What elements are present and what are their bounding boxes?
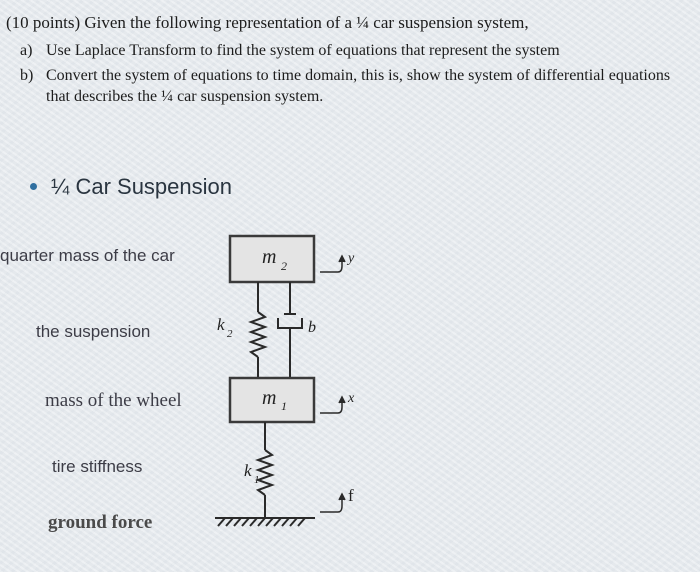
label-tire: tire stiffness <box>52 457 143 476</box>
spring-k1-subscript: 1 <box>254 474 260 486</box>
damper-b <box>277 282 303 378</box>
item-label-b: b) <box>20 67 34 84</box>
arrow-x <box>320 395 346 414</box>
mass-m2-box <box>228 234 316 284</box>
mass-m1-symbol: m <box>262 387 276 409</box>
spring-k2 <box>248 282 268 378</box>
arrow-x-label: x <box>347 391 355 406</box>
spring-k2-subscript: 2 <box>227 328 233 340</box>
spring-k1-symbol: k <box>244 461 252 480</box>
item-text-a: Use Laplace Transform to find the system… <box>46 42 560 59</box>
damper-b-symbol: b <box>308 319 316 336</box>
arrow-y <box>320 254 346 273</box>
arrow-f <box>320 492 346 513</box>
section-heading-text: ¼ Car Suspension <box>51 174 232 199</box>
bullet-icon <box>30 182 37 190</box>
mass-m2-symbol: m <box>262 246 276 268</box>
problem-item-a: a) Use Laplace Transform to find the sys… <box>6 40 694 61</box>
section-heading: ¼ Car Suspension <box>30 174 232 200</box>
item-text-b: Convert the system of equations to time … <box>46 67 671 105</box>
arrow-y-label: y <box>346 251 355 266</box>
problem-title: (10 points) Given the following represen… <box>6 13 529 32</box>
arrow-f-label: f <box>348 486 354 505</box>
ground-hatch <box>215 517 315 527</box>
label-suspension: the suspension <box>36 322 151 341</box>
label-quarter-mass: quarter mass of the car <box>0 246 175 265</box>
item-label-a: a) <box>20 42 33 59</box>
mass-m1-box <box>228 376 316 424</box>
label-wheel-mass: mass of the wheel <box>45 390 182 411</box>
mass-m1-subscript: 1 <box>281 399 287 413</box>
label-ground: ground force <box>48 512 153 533</box>
problem-statement: (10 points) Given the following represen… <box>6 12 694 111</box>
spring-k1 <box>255 422 275 518</box>
mass-m2-subscript: 2 <box>281 259 287 273</box>
spring-k2-symbol: k <box>217 315 225 334</box>
problem-item-b: b) Convert the system of equations to ti… <box>6 65 694 107</box>
